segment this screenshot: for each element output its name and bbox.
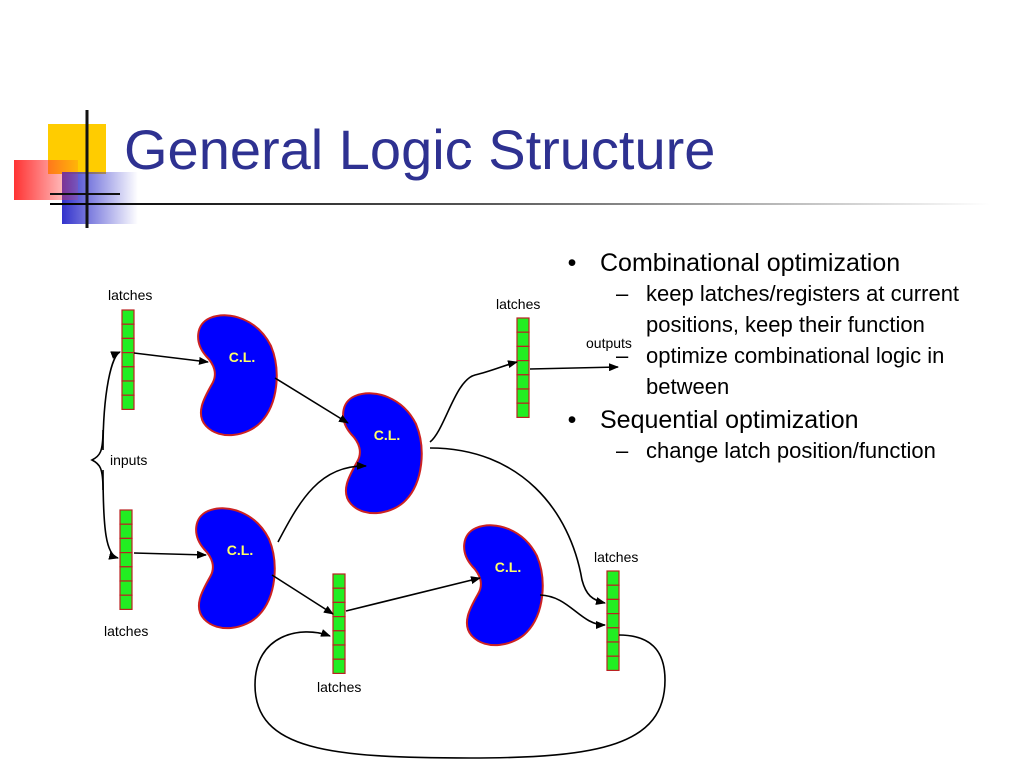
sub-bullet-list: – change latch position/function bbox=[600, 435, 1022, 466]
latch-layer bbox=[119, 309, 620, 675]
sub-bullet-marker: – bbox=[616, 438, 629, 463]
wire-cl3-to-bottom-latch bbox=[271, 574, 334, 615]
sub-bullet-item: – optimize combinational logic in betwee… bbox=[562, 340, 1022, 402]
latch-cell bbox=[119, 566, 133, 582]
wire-cl3-to-cl2 bbox=[277, 461, 367, 543]
logic-block-shape bbox=[342, 392, 423, 515]
logic-block-3: C.L. bbox=[195, 507, 276, 630]
latch-cell bbox=[119, 552, 133, 568]
latch-stack-right bbox=[606, 570, 620, 672]
inputs-brace bbox=[90, 429, 104, 491]
label-latches-right: latches bbox=[594, 549, 638, 565]
latch-cell bbox=[606, 641, 620, 657]
sub-bullet-item: – keep latches/registers at current posi… bbox=[562, 278, 1022, 340]
latch-cell bbox=[332, 587, 346, 604]
latch-stack-bottom-left bbox=[119, 509, 133, 611]
latch-cell bbox=[121, 323, 135, 340]
latch-cell bbox=[121, 366, 135, 382]
bullet-list: • Combinational optimization – keep latc… bbox=[562, 248, 1022, 466]
latch-cell bbox=[119, 509, 133, 525]
bullet-text: Sequential optimization bbox=[600, 406, 859, 434]
latch-cell bbox=[121, 394, 135, 410]
latch-cell bbox=[332, 658, 346, 675]
logic-block-label: C.L. bbox=[374, 427, 400, 443]
bullet-marker: • bbox=[567, 406, 577, 434]
latch-cell bbox=[516, 317, 530, 333]
sub-bullet-list: – keep latches/registers at current posi… bbox=[600, 278, 1022, 402]
latch-cell bbox=[606, 584, 620, 601]
latch-cell bbox=[332, 616, 346, 632]
bullet-item: • Sequential optimization – change latch… bbox=[562, 405, 1022, 466]
latch-cell bbox=[121, 351, 135, 368]
label-latches-bottom-left: latches bbox=[104, 623, 148, 639]
wire-layer bbox=[90, 351, 666, 759]
latch-cell bbox=[121, 337, 135, 354]
logic-block-layer: C.L. C.L. C.L. C.L. bbox=[195, 314, 544, 647]
label-outputs: outputs bbox=[586, 335, 632, 351]
wire-inputs-to-bottom-latch bbox=[102, 469, 119, 560]
logic-block-2: C.L. bbox=[342, 392, 423, 515]
latch-cell bbox=[332, 644, 346, 660]
wire-output bbox=[529, 363, 619, 372]
label-inputs: inputs bbox=[110, 452, 147, 468]
logic-block-label: C.L. bbox=[227, 542, 253, 558]
latch-cell bbox=[606, 613, 620, 629]
sub-bullet-text: keep latches/registers at current positi… bbox=[646, 281, 960, 337]
sub-bullet-text: optimize combinational logic in between bbox=[646, 343, 945, 399]
latch-cell bbox=[121, 309, 135, 325]
slide-title: General Logic Structure bbox=[124, 118, 716, 181]
latch-cell bbox=[119, 537, 133, 554]
label-latches-top-left: latches bbox=[108, 287, 152, 303]
latch-cell bbox=[332, 573, 346, 589]
logic-block-shape bbox=[195, 507, 276, 630]
wire-cl1-to-cl2 bbox=[274, 377, 349, 424]
latch-cell bbox=[516, 374, 530, 390]
bullet-marker: • bbox=[567, 249, 577, 277]
latch-stack-top-left bbox=[121, 309, 135, 410]
wire-feedback-loop bbox=[254, 629, 666, 759]
title-logo bbox=[14, 110, 138, 228]
latch-cell bbox=[516, 331, 530, 348]
wire-inputs-to-top-latch bbox=[102, 351, 121, 451]
logic-block-shape bbox=[197, 314, 278, 437]
wire-latch-to-cl1 bbox=[133, 352, 209, 365]
latch-cell bbox=[606, 598, 620, 615]
latch-cell bbox=[516, 345, 530, 362]
sub-bullet-marker: – bbox=[616, 343, 629, 368]
sub-bullet-text: change latch position/function bbox=[646, 438, 936, 463]
wire-cl4-to-right-latch bbox=[539, 594, 606, 629]
latch-cell bbox=[119, 523, 133, 539]
wire-latch-to-cl3 bbox=[133, 550, 207, 559]
bullet-item: • Combinational optimization – keep latc… bbox=[562, 248, 1022, 402]
latch-cell bbox=[516, 359, 530, 376]
logic-block-1: C.L. bbox=[197, 314, 278, 437]
logic-block-label: C.L. bbox=[229, 349, 255, 365]
latch-cell bbox=[516, 402, 530, 418]
logic-block-label: C.L. bbox=[495, 559, 521, 575]
latch-cell bbox=[516, 388, 530, 404]
latch-cell bbox=[606, 627, 620, 643]
latch-cell bbox=[119, 580, 133, 596]
latch-cell bbox=[606, 655, 620, 672]
title-underline bbox=[50, 203, 990, 205]
logic-structure-diagram: C.L. C.L. C.L. C.L. latches latches latches… bbox=[90, 287, 666, 759]
logic-block-4: C.L. bbox=[463, 524, 544, 647]
diagram-label-layer: latches latches latches latches latches … bbox=[104, 287, 638, 695]
wire-cl2-to-output-latch bbox=[429, 360, 518, 443]
latch-cell bbox=[119, 594, 133, 611]
sub-bullet-marker: – bbox=[616, 281, 629, 306]
wire-latch-to-cl4 bbox=[345, 576, 481, 612]
label-latches-middle: latches bbox=[317, 679, 361, 695]
logic-block-shape bbox=[463, 524, 544, 647]
label-latches-output: latches bbox=[496, 296, 540, 312]
latch-stack-output bbox=[516, 317, 530, 418]
bullet-text: Combinational optimization bbox=[600, 249, 901, 277]
latch-cell bbox=[332, 601, 346, 618]
wire-cl2-to-right-latch bbox=[429, 447, 606, 605]
latch-stack-middle bbox=[332, 573, 346, 675]
latch-cell bbox=[332, 630, 346, 646]
latch-cell bbox=[121, 380, 135, 396]
latch-cell bbox=[606, 570, 620, 586]
sub-bullet-item: – change latch position/function bbox=[562, 435, 1022, 466]
